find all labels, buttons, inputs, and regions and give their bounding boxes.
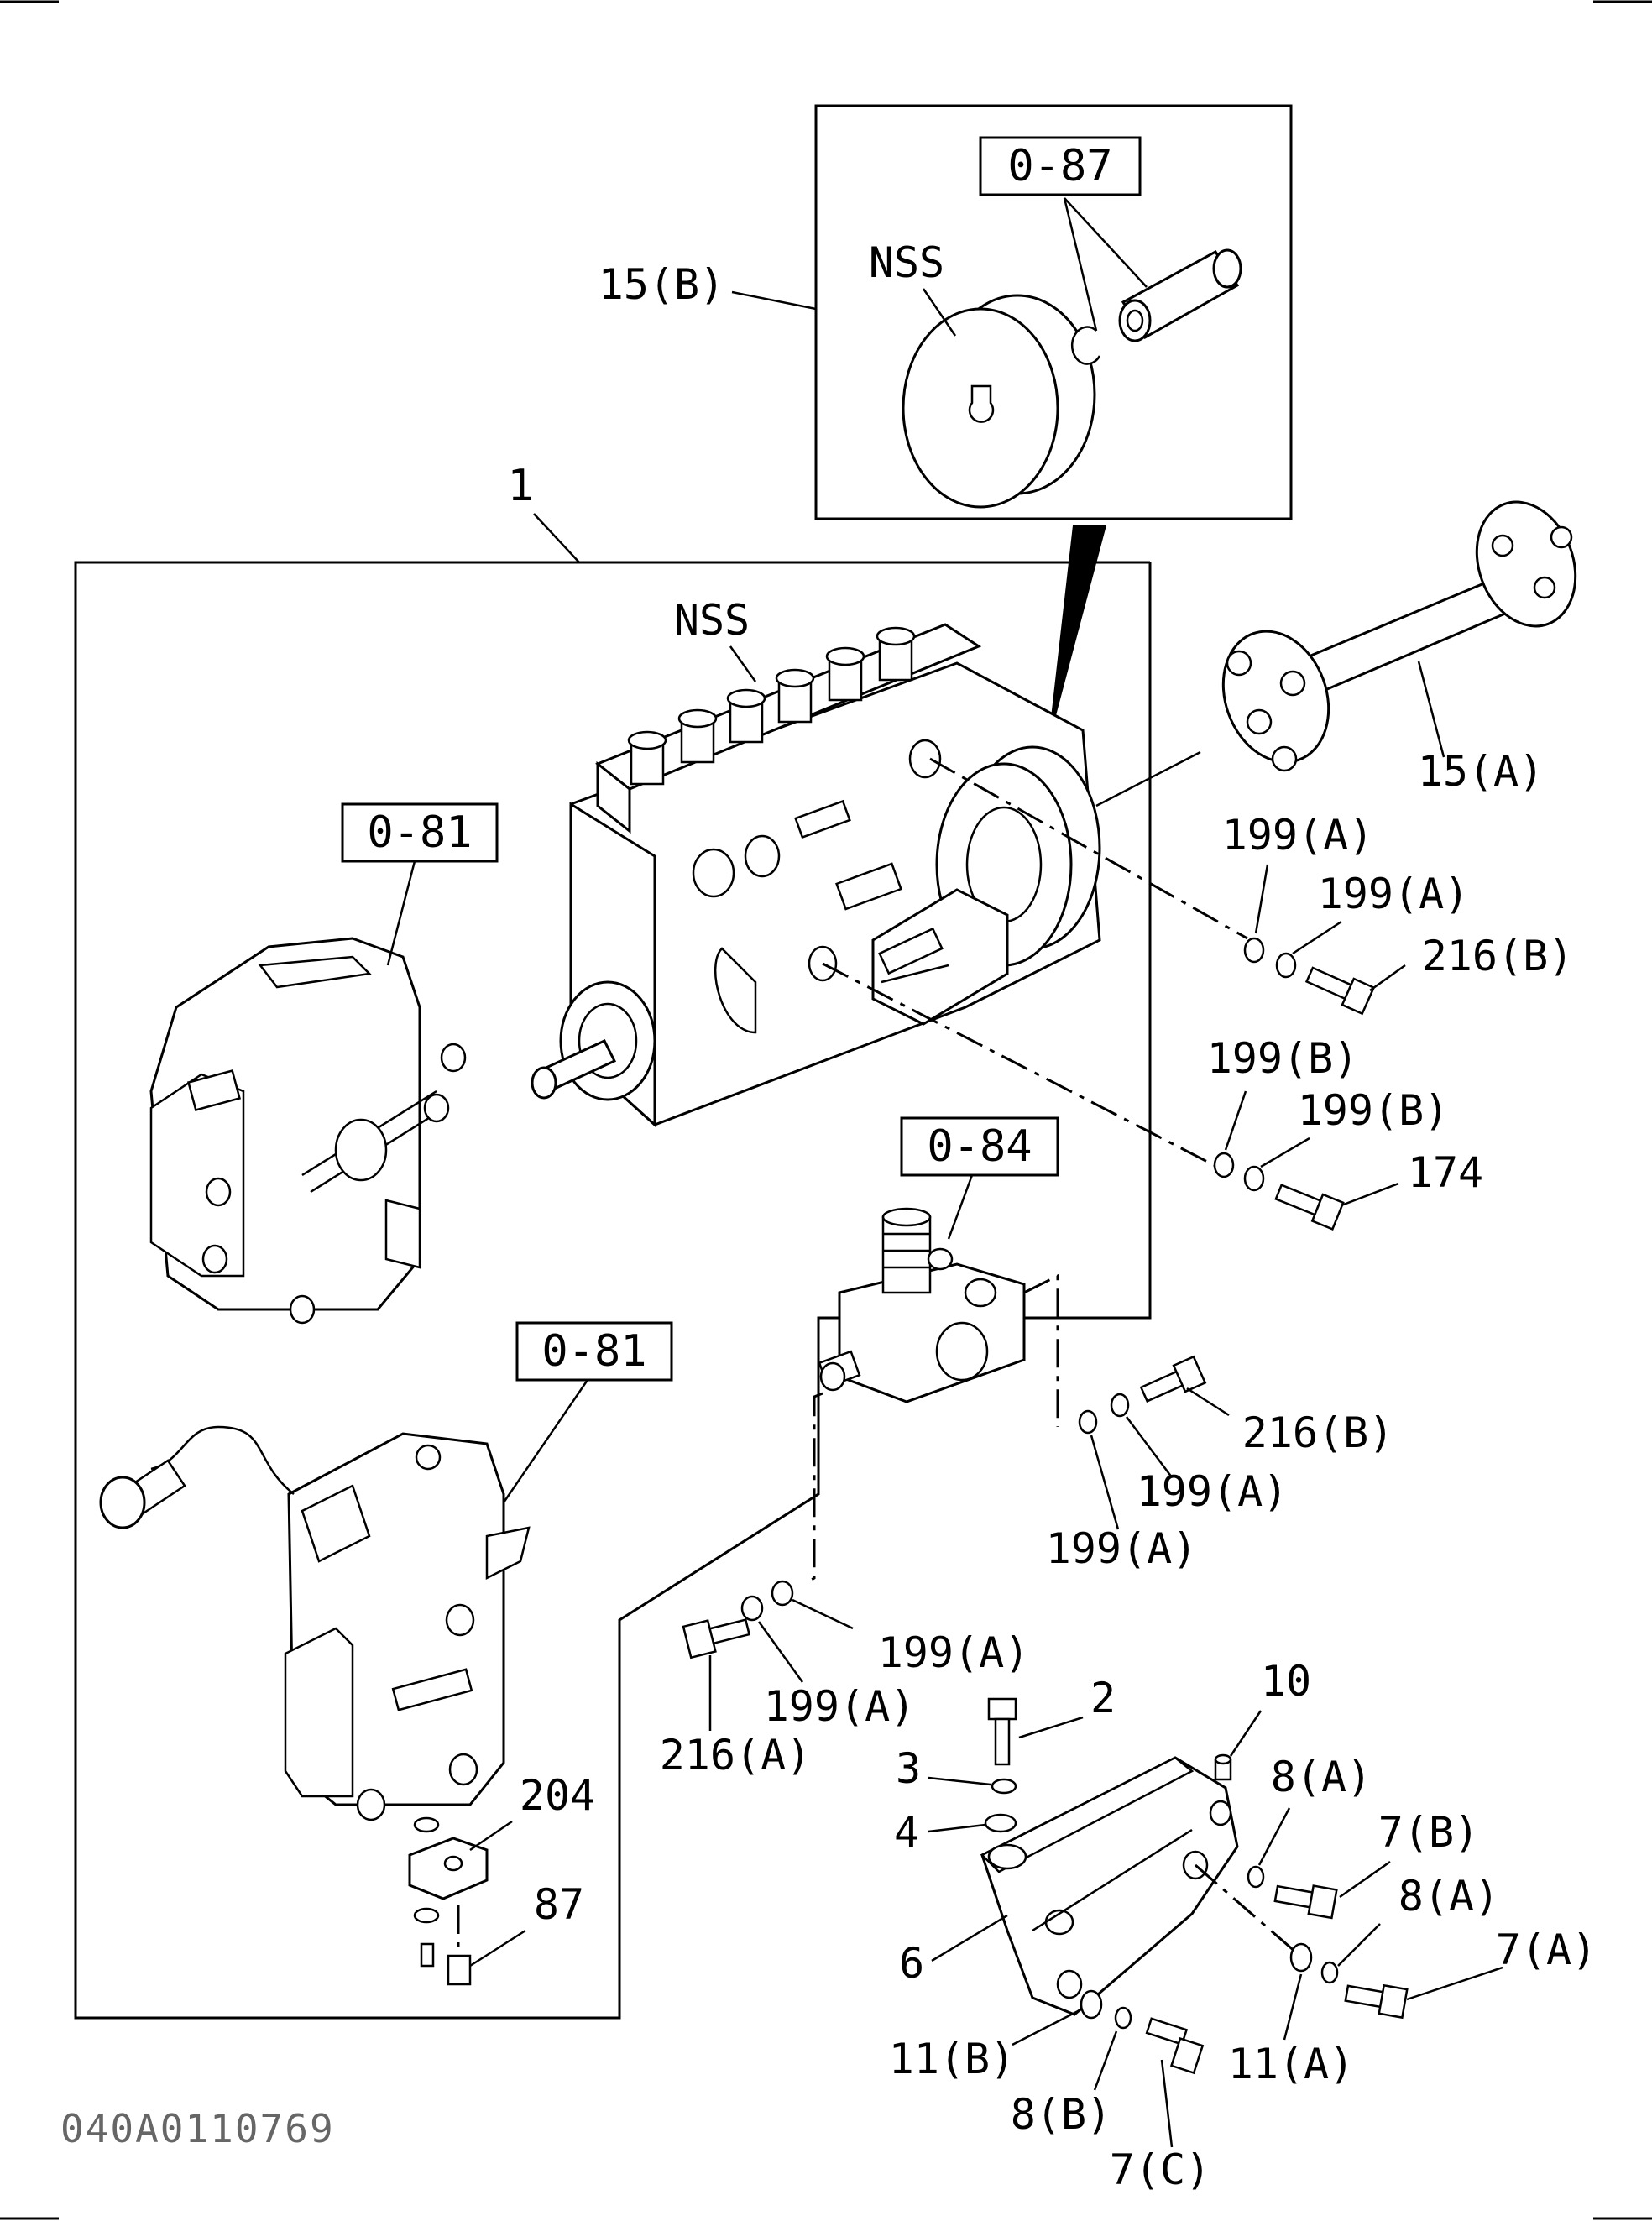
- label-nss-inset: NSS: [869, 238, 944, 287]
- ref-box-0-84: [900, 1116, 1059, 1177]
- label-199a-6: 199(A): [764, 1682, 916, 1731]
- label-11a: 11(A): [1228, 2040, 1355, 2088]
- governor-lower: [99, 1425, 531, 1821]
- hardware-group-1: [1243, 937, 1376, 1016]
- drive-shaft: [1221, 500, 1577, 772]
- label-7b: 7(B): [1378, 1808, 1479, 1857]
- fastener-7b: [1247, 1865, 1338, 1920]
- label-174: 174: [1408, 1148, 1483, 1197]
- label-4: 4: [894, 1808, 919, 1857]
- ref-box-0-81-lower: [515, 1321, 673, 1382]
- bolt-2: [987, 1697, 1017, 1766]
- ref-box-0-87: [979, 136, 1142, 196]
- label-199a-4: 199(A): [1046, 1524, 1198, 1573]
- label-216a: 216(A): [660, 1731, 812, 1779]
- washer-4: [984, 1813, 1017, 1833]
- label-216b-1: 216(B): [1422, 932, 1574, 980]
- label-7a: 7(A): [1496, 1926, 1597, 1974]
- label-204: 204: [520, 1771, 595, 1820]
- label-8a-2: 8(A): [1398, 1872, 1499, 1921]
- label-87: 87: [534, 1880, 584, 1929]
- label-199b-1: 199(B): [1207, 1034, 1359, 1083]
- inset-detail: 0-87 NSS: [814, 104, 1293, 747]
- inset-pointer: [1048, 525, 1106, 747]
- fastener-7a: [1289, 1942, 1409, 2020]
- label-8a-1: 8(A): [1271, 1753, 1372, 1801]
- label-199a-3: 199(A): [1137, 1467, 1289, 1516]
- label-11b: 11(B): [889, 2035, 1016, 2083]
- ref-box-0-87-text: 0-87: [1007, 141, 1112, 191]
- ref-box-0-81-upper: [341, 802, 499, 863]
- fastener-7c: [1080, 1989, 1205, 2075]
- label-15a: 15(A): [1418, 747, 1545, 796]
- label-6: 6: [899, 1939, 924, 1988]
- governor-upper: [149, 937, 467, 1325]
- label-15b: 15(B): [599, 260, 725, 309]
- label-nss-pump: NSS: [674, 596, 750, 645]
- label-7c: 7(C): [1110, 2145, 1210, 2194]
- delivery-valves: [627, 626, 916, 786]
- label-1: 1: [507, 461, 533, 511]
- ref-box-0-81-lower-text: 0-81: [541, 1326, 646, 1377]
- label-199a-5: 199(A): [878, 1628, 1030, 1677]
- coupling-sleeve: [1070, 248, 1242, 365]
- pulley-nss: [902, 294, 1096, 509]
- injection-pump: [531, 623, 1101, 1128]
- washer-3: [991, 1778, 1017, 1795]
- bracket-6: [980, 1756, 1239, 2016]
- label-2: 2: [1090, 1674, 1116, 1722]
- inset-frame: [814, 104, 1293, 520]
- block-204: [408, 1816, 489, 1924]
- hardware-group-3: [1078, 1355, 1207, 1435]
- screw-87: [420, 1942, 472, 1986]
- label-199b-2: 199(B): [1298, 1086, 1450, 1135]
- label-3: 3: [896, 1744, 921, 1793]
- hardware-group-4: [682, 1580, 794, 1659]
- hardware-group-2: [1213, 1152, 1345, 1231]
- valve-assembly: [818, 1207, 1026, 1403]
- ref-box-0-81-upper-text: 0-81: [367, 807, 472, 858]
- label-10: 10: [1261, 1657, 1311, 1706]
- stud-10: [1214, 1753, 1232, 1781]
- label-216b-2: 216(B): [1242, 1408, 1394, 1457]
- label-8b: 8(B): [1011, 2090, 1111, 2139]
- assembly-frame-1: [74, 561, 1152, 2020]
- drawing-code: 040A0110769: [60, 2106, 335, 2151]
- label-199a-1: 199(A): [1222, 811, 1374, 860]
- ref-box-0-84-text: 0-84: [927, 1121, 1032, 1172]
- label-199a-2: 199(A): [1318, 870, 1470, 918]
